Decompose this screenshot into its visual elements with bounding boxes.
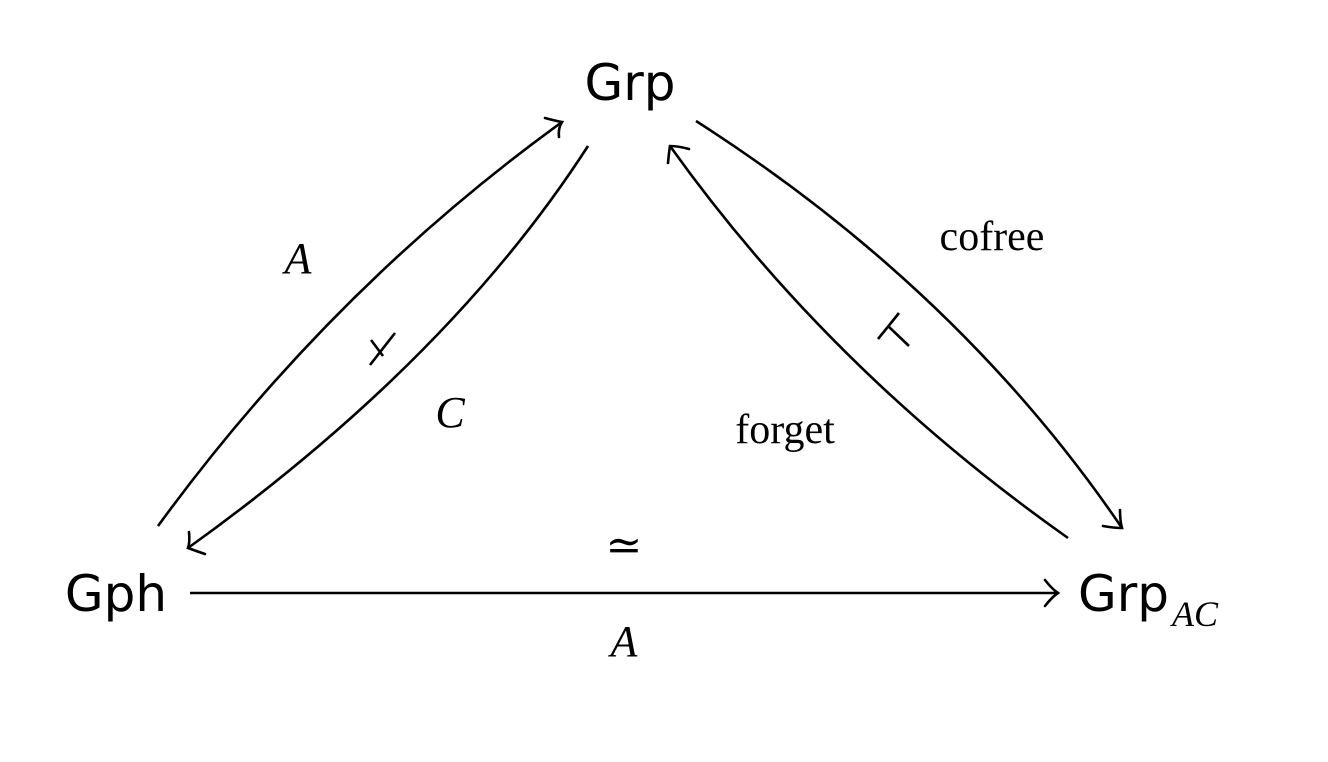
label-gph-to-grp: A	[282, 234, 313, 283]
arrowhead-gph-to-grp	[543, 116, 565, 139]
arrowhead-grp-ac-to-grp	[666, 144, 691, 165]
arrowhead-grp-to-gph	[186, 530, 207, 556]
label-grp-to-gph: C	[435, 388, 465, 437]
arrowhead-gph-to-grp-ac	[1043, 578, 1061, 608]
adjunction-left-symbol	[368, 332, 397, 366]
label-forget: forget	[735, 407, 835, 453]
node-grp-ac: Grp	[1078, 565, 1169, 623]
adjunction-right-symbol	[876, 312, 910, 347]
node-grp-ac-subscript: AC	[1170, 594, 1219, 634]
label-gph-to-grp-ac: A	[608, 617, 639, 666]
arrowhead-grp-to-grp-ac	[1101, 508, 1124, 530]
node-grp: Grp	[584, 54, 675, 112]
node-gph: Gph	[65, 565, 167, 623]
arrow-grp-to-grp-ac	[695, 119, 1124, 529]
label-equivalence: ≃	[606, 520, 643, 571]
arrow-grp-to-gph	[187, 145, 590, 550]
arrow-grp-ac-to-grp	[668, 145, 1069, 540]
label-cofree: cofree	[940, 214, 1045, 260]
arrow-gph-to-grp	[156, 120, 563, 527]
